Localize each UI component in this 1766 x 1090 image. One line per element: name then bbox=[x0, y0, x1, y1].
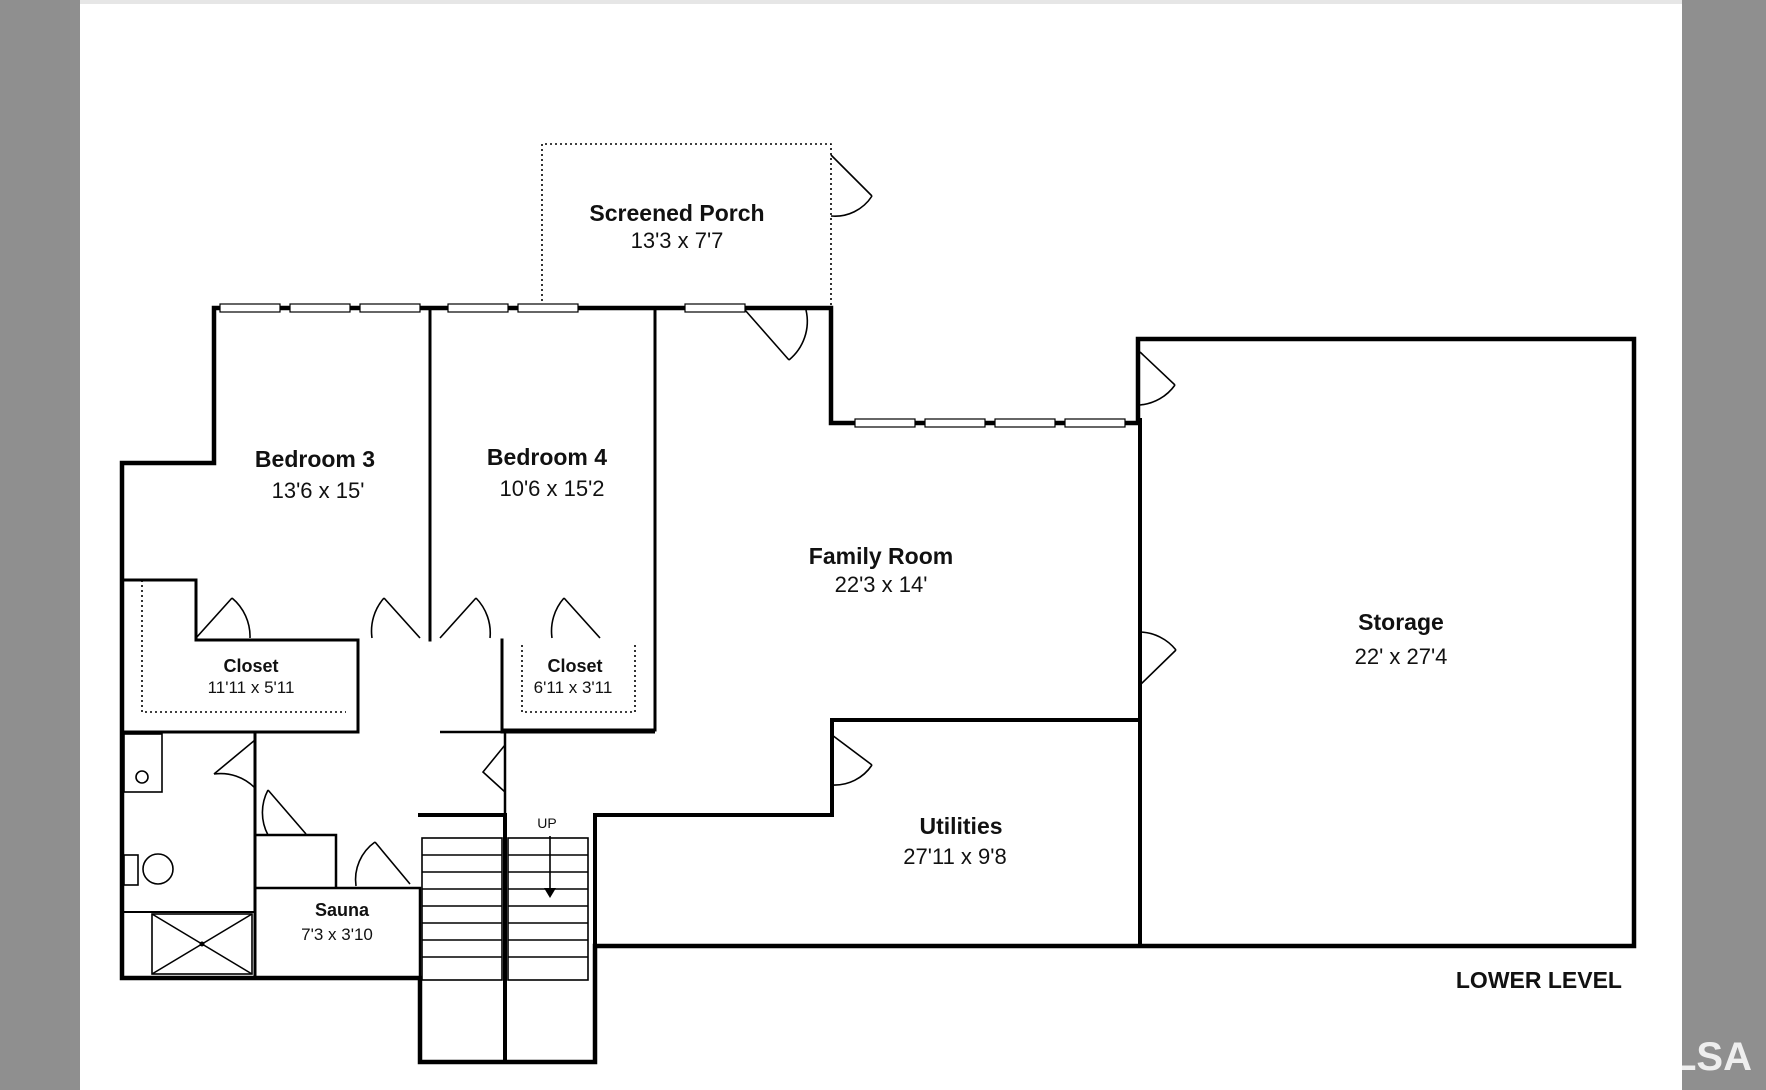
left-gray-bar bbox=[0, 0, 80, 1090]
bedroom4-dims: 10'6 x 15'2 bbox=[499, 476, 604, 501]
family-room-name: Family Room bbox=[809, 543, 953, 569]
storage-name: Storage bbox=[1358, 609, 1444, 635]
closet-dotted-lines bbox=[141, 580, 636, 713]
sauna-name: Sauna bbox=[315, 900, 370, 920]
utilities-dims: 27'11 x 9'8 bbox=[903, 844, 1006, 869]
screened-porch-name: Screened Porch bbox=[589, 200, 764, 226]
utilities-name: Utilities bbox=[919, 813, 1002, 839]
interior-walls bbox=[122, 308, 1142, 1064]
level-label: LOWER LEVEL bbox=[1456, 967, 1622, 993]
stairs-up-label: UP bbox=[537, 815, 556, 831]
top-edge bbox=[80, 0, 1682, 4]
family-room-dims: 22'3 x 14' bbox=[835, 572, 928, 597]
closet1-dims: 11'11 x 5'11 bbox=[208, 678, 295, 697]
closet2-dims: 6'11 x 3'11 bbox=[534, 678, 613, 697]
bathroom-fixtures bbox=[123, 733, 253, 975]
bedroom4-name: Bedroom 4 bbox=[487, 444, 607, 470]
bedroom3-name: Bedroom 3 bbox=[255, 446, 375, 472]
windows bbox=[219, 303, 1126, 428]
screened-porch-outline bbox=[541, 143, 832, 306]
right-gray-bar bbox=[1682, 0, 1766, 1090]
closet2-name: Closet bbox=[547, 656, 602, 676]
stairs[interactable] bbox=[421, 836, 589, 981]
doors bbox=[195, 154, 1177, 887]
storage-dims: 22' x 27'4 bbox=[1355, 644, 1448, 669]
closet1-name: Closet bbox=[223, 656, 278, 676]
sauna-dims: 7'3 x 3'10 bbox=[301, 925, 373, 944]
watermark-logo: LSA bbox=[1672, 1035, 1752, 1079]
bedroom3-dims: 13'6 x 15' bbox=[272, 478, 365, 503]
screened-porch-dims: 13'3 x 7'7 bbox=[631, 228, 724, 253]
